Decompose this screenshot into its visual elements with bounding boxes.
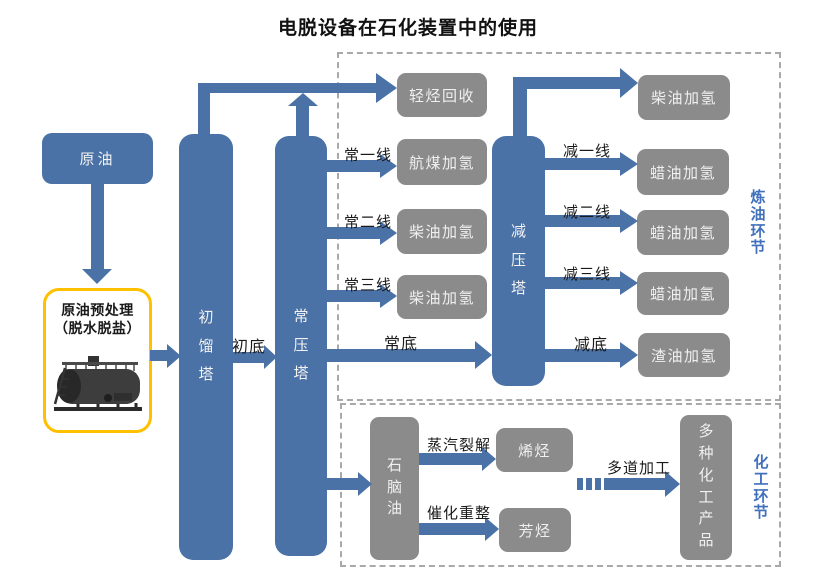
atmospheric-tower: 常压塔: [275, 136, 327, 556]
arrow-chudi-shaft: [233, 352, 264, 363]
wax-oil-hydrotreating-unit-2: 蜡油加氢: [637, 210, 729, 255]
arrow-multi-processing-dash2: [586, 478, 592, 490]
atm-line1-label: 常一线: [343, 148, 392, 164]
arrow-atm-line1-shaft: [327, 160, 380, 172]
arrow-multi-processing-dash1: [577, 478, 583, 490]
atm-line2-label: 常二线: [343, 215, 392, 231]
initial-tower-label: 初馏塔: [198, 310, 214, 384]
arrow-chudi-head: [264, 345, 277, 369]
pretreatment-label-line2: （脱水脱盐）: [54, 322, 141, 337]
pipe-vacuum-overhead-riser: [513, 77, 527, 136]
light-hc-recovery-unit: 轻烃回收: [397, 73, 487, 117]
diesel-hydrotreating-label-top: 柴油加氢: [650, 91, 717, 107]
diagram-title: 电脱设备在石化装置中的使用: [277, 18, 538, 39]
wax-oil-hydrotreating-label-3: 蜡油加氢: [649, 287, 716, 303]
arrow-naphtha-shaft: [327, 478, 358, 490]
arrow-vac-bottom-head: [620, 342, 638, 368]
arrow-atm-line1-head: [380, 154, 397, 178]
arrow-atm-line3-shaft: [327, 290, 380, 302]
crude-oil-node: 原油: [42, 133, 153, 184]
refining-section-frame: [337, 52, 781, 401]
arrow-atm-line2-head: [380, 221, 397, 245]
initial-bottom-label: 初底: [231, 339, 266, 356]
multi-processing-label: 多道加工: [606, 461, 671, 477]
arrow-atm-bottom-head: [475, 341, 492, 369]
crude-oil-label: 原油: [79, 152, 116, 168]
arrow-pretreatment-shaft: [150, 350, 167, 361]
initial-distillation-tower: 初馏塔: [179, 134, 233, 560]
wax-oil-hydrotreating-unit-3: 蜡油加氢: [637, 272, 729, 315]
arrow-vac-line2-head: [620, 209, 638, 233]
arrow-steam-cracking-head: [482, 447, 496, 471]
arrow-atm-bottom-shaft: [327, 349, 475, 362]
vac-bottom-label: 减底: [573, 337, 608, 354]
desalter-photo: [53, 356, 142, 411]
diesel-hydrotreating-label-2: 柴油加氢: [408, 290, 475, 307]
vac-line3-label: 减三线: [562, 267, 611, 283]
aromatics-label: 芳烃: [518, 523, 552, 540]
wax-oil-hydrotreating-label-2: 蜡油加氢: [649, 226, 716, 242]
jet-fuel-hydrotreating-label: 航煤加氢: [408, 155, 475, 172]
wax-oil-hydrotreating-unit-1: 蜡油加氢: [637, 149, 729, 195]
atm-line3-label: 常三线: [343, 278, 392, 294]
pretreatment-node: 原油预处理 （脱水脱盐）: [43, 288, 152, 433]
arrow-vac-bottom-shaft: [545, 349, 620, 362]
arrow-catalytic-reforming-shaft: [419, 523, 485, 535]
diesel-hydrotreating-unit-2: 柴油加氢: [397, 275, 487, 319]
catalytic-reforming-label: 催化重整: [426, 506, 491, 522]
refining-section-text: 炼油环节: [750, 190, 766, 257]
vacuum-tower: 减压塔: [492, 136, 545, 386]
arrow-vac-line3-shaft: [545, 277, 620, 289]
arrow-vac-line2-shaft: [545, 215, 620, 227]
naphtha-label: 石脑油: [386, 457, 402, 518]
pipe-vacuum-overhead-run: [513, 77, 620, 89]
atm-bottom-label: 常底: [383, 336, 418, 353]
refining-section-label: 炼油环节: [748, 190, 768, 257]
vac-line2-label: 减二线: [562, 205, 611, 221]
diesel-hydrotreating-unit-top: 柴油加氢: [638, 75, 730, 120]
vacuum-tower-label: 减压塔: [510, 224, 526, 298]
arrow-pretreatment-head: [167, 344, 181, 368]
steam-cracking-label: 蒸汽裂解: [426, 438, 491, 454]
residue-hydrotreating-label: 渣油加氢: [650, 348, 717, 365]
jet-fuel-hydrotreating-unit: 航煤加氢: [397, 139, 487, 185]
wax-oil-hydrotreating-label-1: 蜡油加氢: [649, 165, 716, 182]
olefins-label: 烯烃: [517, 443, 551, 460]
arrow-vac-line3-head: [620, 271, 638, 295]
chemical-section-label: 化工环节: [751, 455, 771, 522]
vac-line1-label: 减一线: [562, 144, 611, 160]
naphtha-node: 石脑油: [370, 417, 419, 560]
arrow-atm-line3-head: [380, 284, 397, 308]
olefins-node: 烯烃: [496, 428, 573, 472]
pipe-initial-overhead-riser: [198, 83, 210, 135]
arrow-light-hc-head: [376, 73, 397, 103]
arrow-atm-line2-shaft: [327, 227, 380, 239]
arrow-atm-overhead-head: [288, 93, 318, 106]
arrow-multi-processing-shaft: [604, 478, 665, 490]
arrow-multi-processing-dash3: [595, 478, 601, 490]
pipe-initial-overhead-run: [198, 83, 376, 93]
arrow-catalytic-reforming-head: [485, 517, 499, 541]
arrow-vacuum-overhead-head: [620, 68, 638, 98]
pretreatment-label-line1: 原油预处理: [61, 304, 134, 319]
chemical-products-node: 多种化工产品: [680, 415, 732, 560]
atmospheric-tower-label: 常压塔: [293, 309, 309, 383]
arrow-naphtha-head: [358, 472, 372, 496]
arrow-steam-cracking-shaft: [419, 453, 482, 465]
residue-hydrotreating-unit: 渣油加氢: [638, 333, 730, 377]
diesel-hydrotreating-unit-1: 柴油加氢: [397, 209, 487, 254]
pipe-atm-overhead-riser: [296, 106, 309, 136]
chemical-section-text: 化工环节: [753, 455, 769, 522]
diesel-hydrotreating-label-1: 柴油加氢: [408, 225, 475, 241]
arrow-crude-down-shaft: [91, 184, 104, 269]
aromatics-node: 芳烃: [499, 508, 571, 552]
chemical-products-label: 多种化工产品: [698, 424, 714, 549]
arrow-crude-down-head: [82, 269, 112, 284]
arrow-multi-processing-head: [665, 471, 680, 497]
arrow-vac-line1-head: [620, 152, 638, 176]
light-hc-recovery-label: 轻烃回收: [408, 88, 475, 105]
arrow-vac-line1-shaft: [545, 158, 620, 170]
